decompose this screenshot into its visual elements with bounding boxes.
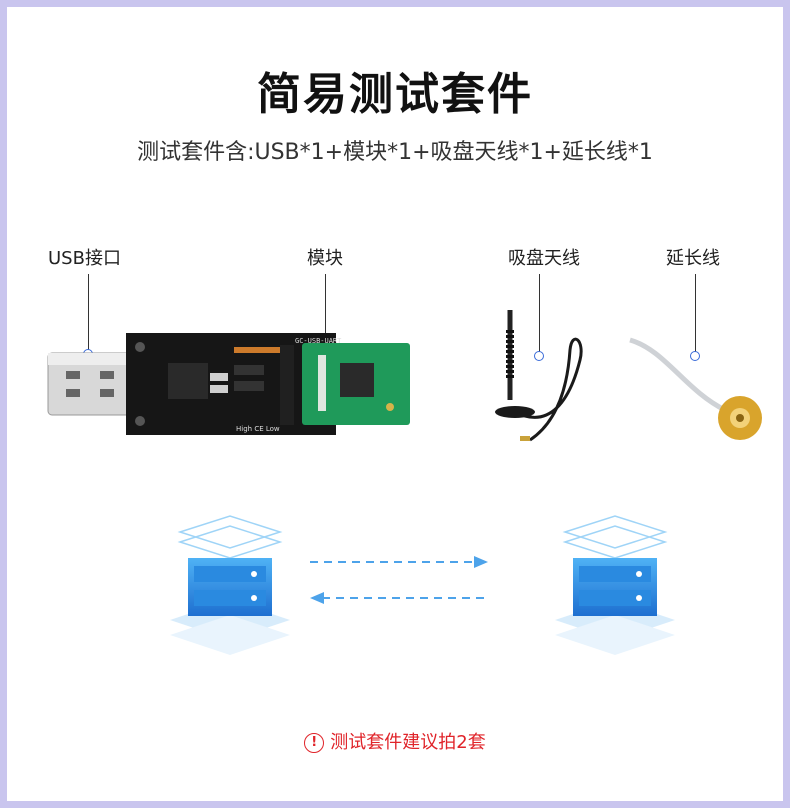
comm-diagram	[170, 515, 675, 655]
usb-dongle-image: GC-USB-UART High CE Low	[47, 333, 410, 435]
extension-pointer-dot	[690, 351, 700, 361]
warning-icon: !	[304, 733, 325, 753]
extension-cable-image	[629, 337, 762, 440]
right-server-icon	[555, 515, 675, 655]
label-antenna: 吸盘天线	[508, 248, 580, 269]
board-silk-bottom: High CE Low	[236, 425, 280, 433]
antenna-leader-line	[539, 274, 540, 354]
module-leader-line	[325, 274, 326, 336]
label-usb: USB接口	[48, 248, 121, 269]
label-module: 模块	[307, 248, 343, 269]
page-title: 简易测试套件	[257, 69, 533, 120]
left-server-icon	[170, 515, 290, 655]
label-extension: 延长线	[666, 248, 720, 269]
antenna-pointer-dot	[534, 351, 544, 361]
notice-text: 测试套件建议拍2套	[330, 732, 486, 753]
page-subtitle: 测试套件含:USB*1+模块*1+吸盘天线*1+延长线*1	[137, 140, 653, 165]
suction-antenna-image	[495, 310, 583, 442]
board-silk-label: GC-USB-UART	[295, 337, 342, 345]
extension-leader-line	[695, 274, 696, 354]
notice: !测试套件建议拍2套	[0, 728, 790, 754]
usb-leader-line	[88, 274, 89, 352]
